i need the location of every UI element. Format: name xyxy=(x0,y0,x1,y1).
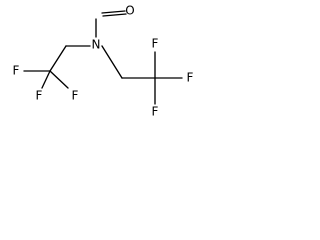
molecule-diagram: N O F F F F F F xyxy=(13,4,194,119)
bond-c1-c2 xyxy=(49,45,67,72)
structure-canvas: N O F F F F F F xyxy=(0,0,208,125)
fluorine-label-right-3: F xyxy=(152,105,159,119)
fluorine-label-left-3: F xyxy=(72,89,79,103)
bond-n-o-2 xyxy=(102,13,127,17)
bond-n-c3 xyxy=(101,45,123,79)
fluorine-label-left-1: F xyxy=(13,64,20,78)
bond-n-o-1 xyxy=(101,10,126,14)
nitrogen-label: N xyxy=(92,38,101,52)
bond-lines xyxy=(23,10,183,105)
bond-c2-f2 xyxy=(41,70,51,89)
atom-labels: N O F F F F F F xyxy=(13,4,194,119)
oxygen-label: O xyxy=(125,4,134,18)
fluorine-label-right-1: F xyxy=(152,37,159,51)
bond-c2-f3 xyxy=(49,70,69,89)
fluorine-label-right-2: F xyxy=(187,71,194,85)
fluorine-label-left-2: F xyxy=(36,89,43,103)
